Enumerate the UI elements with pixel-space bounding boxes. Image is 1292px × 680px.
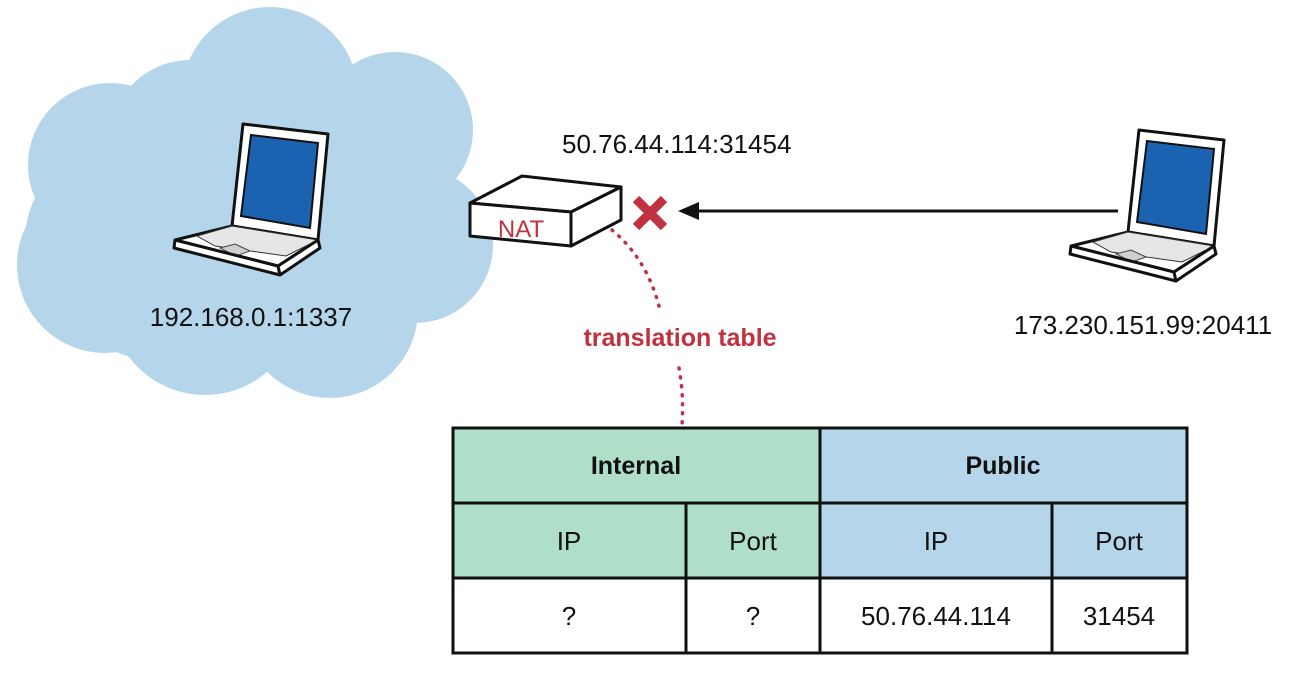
table-column-public-ip: IP bbox=[924, 526, 949, 556]
table-group-public: Public bbox=[965, 452, 1040, 480]
nat-label: NAT bbox=[498, 216, 545, 243]
x-mark-icon bbox=[632, 195, 668, 231]
table-column-public-port: Port bbox=[1095, 526, 1143, 556]
table-cell: 31454 bbox=[1083, 601, 1155, 631]
laptop-icon bbox=[172, 122, 330, 277]
router-box-icon bbox=[468, 174, 623, 248]
table-cell: ? bbox=[746, 601, 760, 631]
nat-public-address: 50.76.44.114:31454 bbox=[562, 129, 791, 159]
caption-to-table-connector bbox=[677, 366, 685, 427]
nat-to-table-connector bbox=[610, 228, 662, 312]
table-group-internal: Internal bbox=[591, 452, 681, 480]
incoming-connection-arrow bbox=[678, 202, 1118, 220]
table-column-internal-ip: IP bbox=[557, 526, 582, 556]
private-network-cloud bbox=[17, 7, 493, 398]
external-host-address: 173.230.151.99:20411 bbox=[1014, 310, 1272, 340]
table-column-internal-port: Port bbox=[729, 526, 777, 556]
internal-host-address: 192.168.0.1:1337 bbox=[150, 302, 352, 332]
laptop-icon bbox=[1068, 128, 1226, 283]
translation-table: Internal Public IP Port IP Port ? ? 50.7… bbox=[451, 426, 1189, 655]
translation-table-caption: translation table bbox=[583, 324, 776, 352]
table-cell: ? bbox=[562, 601, 576, 631]
table-cell: 50.76.44.114 bbox=[861, 601, 1011, 631]
